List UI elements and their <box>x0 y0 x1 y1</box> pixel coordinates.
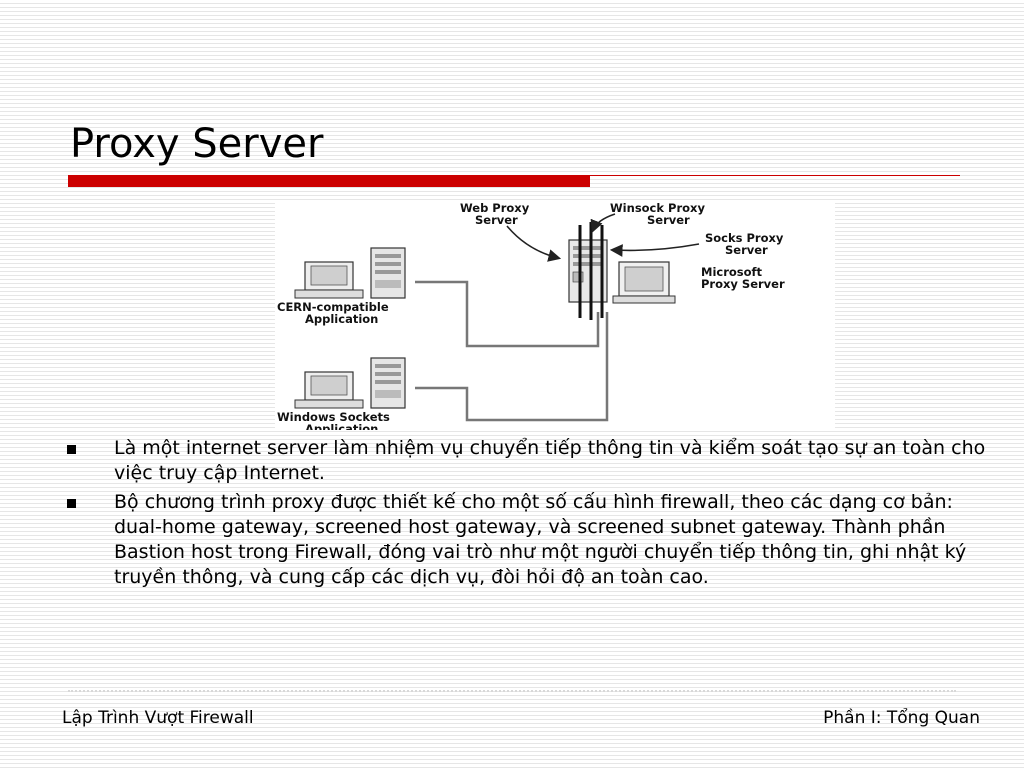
square-bullet-icon <box>67 499 76 508</box>
proxy-server-icon <box>568 222 608 320</box>
footer-course-title: Lập Trình Vượt Firewall <box>62 708 254 728</box>
label-socks-proxy-line2: Server <box>725 243 768 257</box>
label-winsock-app-line2: Application <box>305 422 378 430</box>
label-winsock-proxy-line1: Winsock Proxy <box>610 201 705 215</box>
label-cern-line2: Application <box>305 312 378 326</box>
bullet-text: Là một internet server làm nhiệm vụ chuy… <box>114 437 986 484</box>
winsock-workstation-icon <box>294 357 406 409</box>
slide-title: Proxy Server <box>70 121 324 167</box>
label-socks-proxy-line1: Socks Proxy <box>705 231 784 245</box>
label-web-proxy-line1: Web Proxy <box>460 201 530 215</box>
footer-section-title: Phần I: Tổng Quan <box>823 708 980 728</box>
square-bullet-icon <box>67 445 76 454</box>
proxy-server-diagram: Web Proxy Server Winsock Proxy Server So… <box>275 200 835 430</box>
label-cern-line1: CERN-compatible <box>277 300 389 314</box>
bullet-item: Bộ chương trình proxy được thiết kế cho … <box>62 490 992 590</box>
label-microsoft-line1: Microsoft <box>701 265 763 279</box>
bullet-item: Là một internet server làm nhiệm vụ chuy… <box>62 436 992 486</box>
bullet-list: Là một internet server làm nhiệm vụ chuy… <box>62 436 992 594</box>
label-winsock-proxy-line2: Server <box>647 213 690 227</box>
title-underline-bar <box>68 175 590 187</box>
callout-arrows <box>506 213 700 262</box>
bullet-text: Bộ chương trình proxy được thiết kế cho … <box>114 491 967 588</box>
label-web-proxy-line2: Server <box>475 213 518 227</box>
cern-workstation-icon <box>294 247 406 299</box>
title-underline-line <box>590 175 960 176</box>
network-lines <box>415 280 609 422</box>
proxy-monitor-icon <box>612 261 676 304</box>
label-microsoft-line2: Proxy Server <box>701 277 785 291</box>
footer-divider <box>68 690 956 692</box>
label-winsock-app-line1: Windows Sockets <box>277 410 390 424</box>
